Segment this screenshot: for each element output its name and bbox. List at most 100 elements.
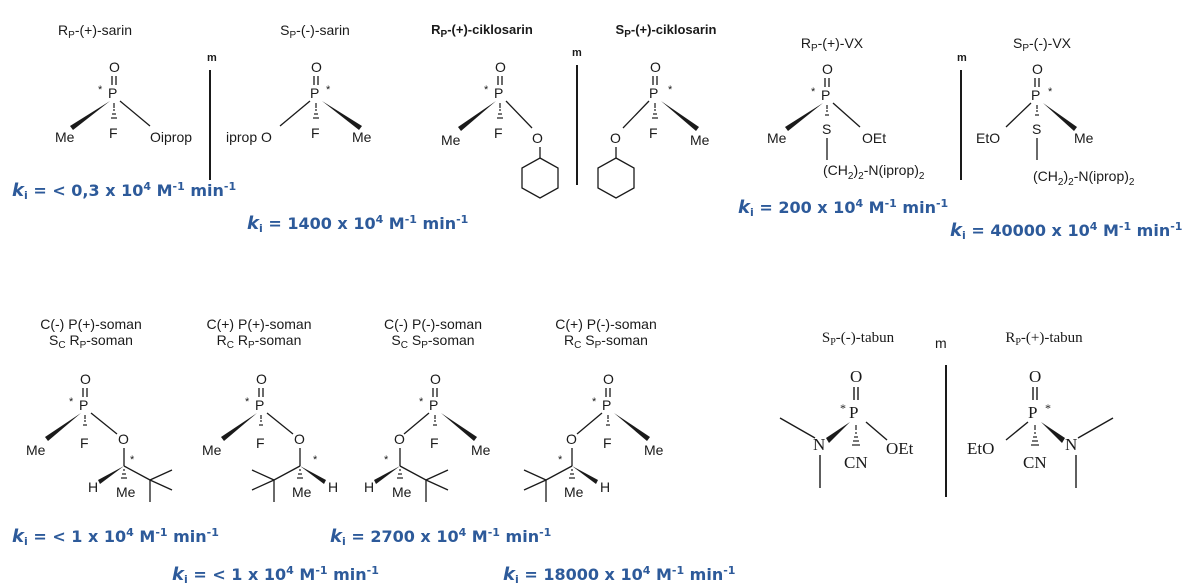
svg-text:OEt: OEt — [886, 439, 914, 458]
structure-rp-tabun: O P * N CN EtO — [967, 367, 1114, 488]
svg-text:F: F — [256, 435, 265, 451]
label-sp-ciklosarin: SP-(+)-ciklosarin — [615, 22, 717, 40]
structure-rp-sarin: O P * Me F Oiprop — [55, 59, 192, 145]
svg-text:Me: Me — [471, 442, 491, 458]
svg-text:*: * — [384, 454, 389, 466]
svg-text:P: P — [108, 85, 117, 101]
svg-text:F: F — [603, 435, 612, 451]
svg-text:O: O — [394, 431, 405, 447]
svg-text:O: O — [311, 59, 322, 75]
svg-text:*: * — [419, 396, 424, 408]
svg-text:O: O — [650, 59, 661, 75]
svg-text:P: P — [1031, 87, 1040, 103]
svg-text:O: O — [256, 371, 267, 387]
svg-text:P: P — [494, 85, 503, 101]
svg-text:Me: Me — [441, 132, 461, 148]
structure-soman-2: O P * Me F O * H Me — [202, 371, 338, 502]
svg-text:Me: Me — [202, 442, 222, 458]
svg-text:*: * — [484, 84, 489, 96]
svg-text:O: O — [603, 371, 614, 387]
structure-sp-ciklosarin: O P * F Me O — [597, 59, 710, 199]
mirror-mark-sarin: m — [207, 52, 217, 64]
svg-text:Me: Me — [767, 130, 787, 146]
svg-text:Me: Me — [116, 484, 136, 500]
mirror-mark-vx: m — [957, 52, 967, 64]
rate-rp-vx: ki = 200 x 104 M-1 min-1 — [738, 197, 949, 219]
structure-sp-tabun: O P * N CN OEt — [779, 367, 914, 488]
svg-text:H: H — [328, 479, 338, 495]
svg-text:OEt: OEt — [862, 130, 886, 146]
svg-text:CN: CN — [1023, 453, 1047, 472]
svg-text:Me: Me — [55, 129, 75, 145]
structure-soman-4: O P * Me F O * H Me — [523, 371, 664, 502]
rate-soman-3: ki = 2700 x 104 M-1 min-1 — [330, 526, 552, 548]
svg-text:Me: Me — [564, 484, 584, 500]
svg-text:O: O — [1032, 61, 1043, 77]
svg-text:N: N — [1065, 435, 1077, 454]
svg-text:*: * — [1045, 401, 1051, 415]
svg-text:*: * — [558, 454, 563, 466]
mirror-mark-ciklosarin: m — [572, 47, 582, 59]
label-rp-tabun: RP-(+)-tabun — [1005, 330, 1083, 348]
svg-text:F: F — [311, 125, 320, 141]
structure-sp-sarin: O P * iprop O F Me — [226, 59, 372, 145]
label-sp-sarin: SP-(-)-sarin — [280, 22, 350, 41]
svg-text:N: N — [813, 435, 825, 454]
structure-soman-3: O P * Me F O * H Me — [364, 371, 491, 502]
svg-text:O: O — [532, 130, 543, 146]
svg-text:P: P — [649, 85, 658, 101]
svg-text:F: F — [649, 125, 658, 141]
label-sp-tabun: SP-(-)-tabun — [821, 330, 895, 348]
svg-text:Me: Me — [644, 442, 664, 458]
svg-text:O: O — [80, 371, 91, 387]
svg-text:Oiprop: Oiprop — [150, 129, 192, 145]
svg-text:iprop O: iprop O — [226, 129, 272, 145]
svg-text:P: P — [602, 397, 611, 413]
svg-text:Me: Me — [1074, 130, 1094, 146]
svg-text:F: F — [80, 435, 89, 451]
svg-text:F: F — [109, 125, 118, 141]
svg-text:O: O — [495, 59, 506, 75]
structure-rp-vx: O P * Me OEt S (CH2)2-N(iprop)2 — [767, 61, 925, 182]
svg-text:Me: Me — [352, 129, 372, 145]
svg-text:Me: Me — [690, 132, 710, 148]
svg-text:O: O — [1029, 367, 1041, 386]
svg-text:*: * — [313, 454, 318, 466]
rate-soman-4: ki = 18000 x 104 M-1 min-1 — [503, 564, 736, 586]
svg-text:*: * — [245, 396, 250, 408]
svg-text:*: * — [840, 401, 846, 415]
svg-text:P: P — [1028, 403, 1037, 422]
rate-sp-vx: ki = 40000 x 104 M-1 min-1 — [950, 220, 1183, 242]
svg-text:O: O — [109, 59, 120, 75]
label-sp-vx: SP-(-)-VX — [1012, 35, 1072, 54]
rate-soman-1: ki = < 1 x 104 M-1 min-1 — [12, 526, 219, 548]
svg-text:*: * — [326, 84, 331, 96]
svg-text:P: P — [429, 397, 438, 413]
svg-text:Me: Me — [292, 484, 312, 500]
svg-text:*: * — [668, 84, 673, 96]
svg-text:O: O — [294, 431, 305, 447]
svg-text:P: P — [849, 403, 858, 422]
svg-text:CN: CN — [844, 453, 868, 472]
svg-text:H: H — [364, 479, 374, 495]
structure-soman-1: O P * Me F O * H Me — [26, 371, 173, 502]
label-rp-vx: RP-(+)-VX — [800, 35, 864, 54]
label-rp-ciklosarin: RP-(+)-ciklosarin — [431, 22, 533, 40]
svg-text:H: H — [88, 479, 98, 495]
svg-text:P: P — [79, 397, 88, 413]
structure-rp-ciklosarin: O P * Me F O — [441, 59, 559, 199]
svg-text:*: * — [592, 396, 597, 408]
svg-text:O: O — [566, 431, 577, 447]
svg-text:*: * — [130, 454, 135, 466]
svg-text:P: P — [310, 85, 319, 101]
structure-sp-vx: O P * EtO Me S (CH2)2-N(iprop)2 — [976, 61, 1135, 188]
svg-text:EtO: EtO — [976, 130, 1000, 146]
svg-text:O: O — [610, 130, 621, 146]
svg-text:*: * — [69, 396, 74, 408]
svg-text:O: O — [118, 431, 129, 447]
